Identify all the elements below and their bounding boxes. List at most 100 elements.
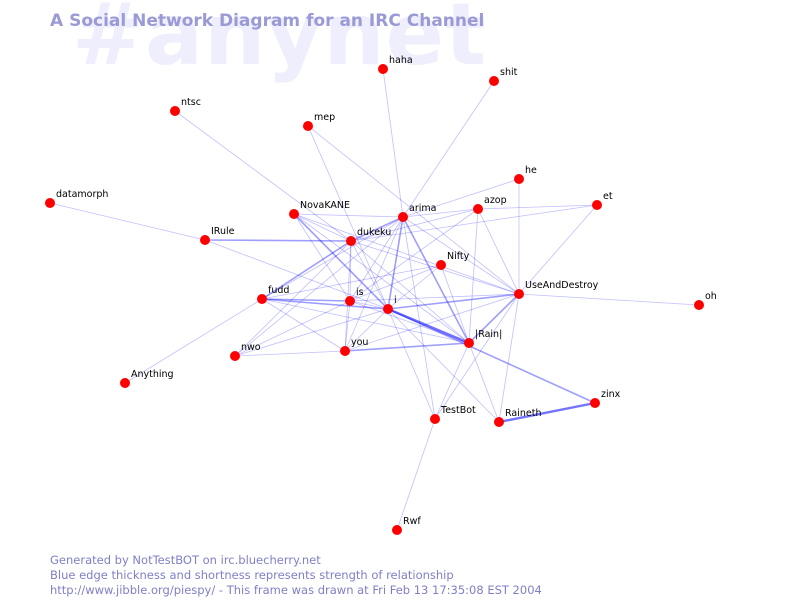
edges-layer: [49, 68, 700, 531]
edge-NovaKANE-dukeku: [293, 213, 352, 242]
node-label: Nifty: [447, 251, 470, 262]
edge-haha-arima: [382, 68, 404, 218]
node-label: et: [603, 191, 613, 202]
node-dot: [383, 304, 393, 314]
node-label: haha: [389, 55, 413, 66]
node-haha: haha: [378, 55, 413, 74]
node-dot: [430, 414, 440, 424]
node-dot: [340, 346, 350, 356]
node-nwo: nwo: [230, 342, 261, 361]
edge-i-nwo: [234, 308, 389, 357]
node-et: et: [592, 191, 613, 210]
edge-i-zinx: [387, 308, 596, 404]
edge-azop-Rain: [468, 208, 479, 344]
node-label: nwo: [241, 342, 261, 353]
node-dot: [464, 338, 474, 348]
node-dot: [514, 174, 524, 184]
edge-Rain-you: [344, 342, 470, 352]
edge-UseAndDestroy-you: [344, 293, 520, 352]
node-dot: [45, 198, 55, 208]
edge-arima-fudd: [261, 216, 404, 300]
edge-mep-UseAndDestroy: [307, 125, 520, 295]
node-label: Raineth: [505, 408, 541, 419]
node-he: he: [514, 165, 537, 184]
edge-UseAndDestroy-oh: [518, 293, 700, 306]
node-dot: [345, 296, 355, 306]
node-label: Rwf: [403, 516, 421, 527]
footer-generated-by: Generated by NotTestBOT on irc.bluecherr…: [50, 553, 321, 567]
edge-dukeku-Rain: [350, 240, 470, 344]
edge-azop-UseAndDestroy: [477, 208, 520, 295]
node-dot: [346, 236, 356, 246]
node-rain: |Rain|: [464, 329, 502, 348]
node-dot: [230, 351, 240, 361]
edge-i-you: [344, 308, 389, 352]
node-label: datamorph: [56, 189, 108, 200]
edge-UseAndDestroy-is: [349, 293, 520, 302]
node-label: TestBot: [440, 405, 476, 416]
node-dot: [200, 235, 210, 245]
edge-dukeku-you: [344, 240, 352, 352]
edge-is-Rain: [349, 300, 470, 344]
edge-UseAndDestroy-Raineth: [498, 293, 520, 423]
edge-azop-et: [477, 204, 598, 210]
node-dot: [590, 398, 600, 408]
edge-TestBot-Rwf: [396, 418, 436, 531]
edge-is-i: [349, 300, 389, 310]
node-dot: [120, 378, 130, 388]
node-label: oh: [705, 291, 717, 302]
node-azop: azop: [473, 195, 507, 214]
edge-NovaKANE-is: [293, 213, 351, 302]
node-dot: [494, 417, 504, 427]
edge-UseAndDestroy-TestBot: [434, 293, 520, 420]
edge-UseAndDestroy-i: [387, 293, 520, 310]
edge-et-dukeku: [350, 204, 598, 242]
node-arima: arima: [398, 203, 436, 222]
node-zinx: zinx: [590, 389, 621, 408]
edge-he-arima: [402, 178, 520, 218]
node-testbot: TestBot: [430, 405, 476, 424]
edge-arima-Rain: [402, 216, 470, 344]
edge-datamorph-IRule: [49, 202, 206, 241]
edge-Nifty-fudd: [261, 264, 442, 300]
edge-dukeku-fudd: [261, 240, 352, 300]
edge-Nifty-Rain: [440, 264, 470, 344]
node-label: IRule: [211, 226, 235, 237]
edge-fudd-you: [261, 298, 346, 352]
node-label: he: [525, 165, 537, 176]
edge-is-you: [344, 300, 351, 352]
node-label: arima: [409, 203, 436, 214]
edge-arima-you: [344, 216, 404, 352]
node-dot: [392, 525, 402, 535]
node-dot: [378, 64, 388, 74]
footer-edge-legend: Blue edge thickness and shortness repres…: [50, 568, 454, 582]
edge-UseAndDestroy-Rain: [468, 293, 520, 344]
node-label: |Rain|: [475, 329, 502, 340]
edge-dukeku-is: [349, 240, 352, 302]
edge-IRule-dukeku: [204, 239, 352, 242]
node-datamorph: datamorph: [45, 189, 108, 208]
edge-you-nwo: [234, 350, 346, 357]
node-novakane: NovaKANE: [289, 200, 350, 219]
node-you: you: [340, 337, 368, 356]
edge-azop-is: [349, 208, 479, 302]
edge-arima-is: [349, 216, 404, 302]
node-dot: [257, 294, 267, 304]
node-label: mep: [314, 112, 335, 123]
edge-fudd-Anything: [124, 298, 263, 384]
edge-Nifty-i: [387, 264, 442, 310]
node-dot: [303, 121, 313, 131]
node-mep: mep: [303, 112, 335, 131]
edge-et-UseAndDestroy: [518, 204, 598, 295]
edge-zinx-Raineth: [497, 401, 597, 424]
node-oh: oh: [694, 291, 717, 310]
node-ntsc: ntsc: [170, 97, 201, 116]
edge-arima-i: [387, 216, 404, 310]
node-dot: [289, 209, 299, 219]
node-nifty: Nifty: [436, 251, 470, 270]
footer: Generated by NotTestBOT on irc.bluecherr…: [50, 553, 542, 598]
node-raineth: Raineth: [494, 408, 541, 427]
edge-dukeku-i: [350, 240, 389, 310]
node-i: i: [383, 295, 397, 314]
